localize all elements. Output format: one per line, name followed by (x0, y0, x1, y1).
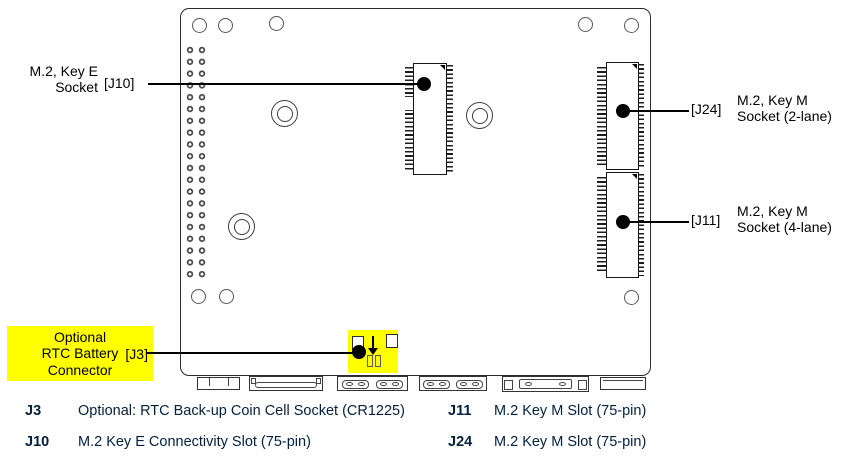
mounting-hole (271, 100, 298, 127)
connector-pins (597, 177, 606, 273)
pin-header (184, 44, 208, 280)
legend-row-j11: J11 M.2 Key M Slot (75-pin) (448, 403, 646, 419)
board-hole (191, 289, 206, 304)
connector-slot (255, 382, 317, 388)
connector-divider (209, 378, 211, 386)
board-hole (624, 18, 639, 33)
callout-text-line: Socket (4-lane) (737, 219, 832, 235)
port-contact (358, 381, 365, 387)
port-contact (439, 381, 446, 387)
port-contact (460, 381, 467, 387)
board-hole (269, 16, 284, 31)
callout-text-line: M.2, Key E (29, 63, 98, 79)
board-hole (578, 17, 593, 32)
connector-tab (251, 378, 256, 384)
callout-text-j24: M.2, Key M Socket (2-lane) (737, 92, 832, 124)
connector-slot (603, 380, 643, 381)
connector-tab (316, 378, 321, 384)
callout-text-line: Optional (53, 328, 107, 345)
rear-io-connector (337, 376, 408, 391)
legend-description: M.2 Key E Connectivity Slot (75-pin) (78, 434, 311, 450)
legend-row-j24: J24 M.2 Key M Slot (75-pin) (448, 434, 646, 450)
connector-pin (367, 355, 373, 367)
callout-text-j10: M.2, Key E Socket (0, 63, 98, 95)
rear-io-connector (419, 376, 487, 391)
pin1-marker (440, 65, 445, 70)
rear-io-connector (249, 376, 323, 391)
callout-dot-j3 (352, 345, 366, 359)
down-arrow-icon (372, 336, 374, 348)
pin1-marker (632, 64, 637, 69)
connector-tab (578, 380, 587, 390)
connector-pins (447, 65, 453, 173)
connector-slot (519, 379, 572, 389)
connector-pins (597, 67, 606, 165)
connector-pad (386, 334, 398, 348)
callout-dot-j10 (417, 77, 431, 91)
key-notch (405, 96, 413, 111)
mounting-hole (228, 213, 255, 240)
usb-port (342, 379, 369, 389)
usb-port (376, 379, 403, 389)
leader-line-j24 (623, 110, 689, 112)
pin1-marker (632, 174, 637, 179)
connector-pins (639, 64, 644, 168)
port-contact (392, 381, 399, 387)
leader-line-j10 (148, 83, 418, 85)
legend-ref: J10 (25, 434, 50, 450)
rear-io-connector (502, 376, 589, 392)
callout-text-line: M.2, Key M (737, 203, 808, 219)
port-contact (525, 382, 532, 386)
callout-text-line: RTC Battery (41, 345, 119, 362)
callout-tag-j24: [J24] (691, 101, 722, 117)
connector-tab (504, 380, 513, 390)
connector-divider (228, 378, 230, 386)
callout-dot-j11 (616, 215, 630, 229)
port-contact (427, 381, 434, 387)
callout-text-line: M.2, Key M (737, 92, 808, 108)
leader-line-j11 (623, 221, 689, 223)
mounting-hole (466, 102, 493, 129)
board-hole (218, 18, 233, 33)
connector-pins (639, 174, 644, 276)
legend-description: M.2 Key M Slot (75-pin) (494, 434, 647, 450)
board-hole (624, 290, 639, 305)
usb-port (456, 379, 483, 389)
callout-tag-j10: [J10] (104, 75, 135, 91)
rear-io-connector (197, 377, 240, 390)
callout-tag-j3: [J3] (125, 345, 148, 362)
usb-port (423, 379, 450, 389)
legend-row-j3: J3 Optional: RTC Back-up Coin Cell Socket… (25, 403, 405, 419)
legend-ref: J11 (448, 403, 472, 419)
legend-ref: J3 (25, 403, 42, 419)
connector-pin (375, 355, 381, 367)
port-contact (346, 381, 353, 387)
callout-text-j3: Optional RTC Battery Connector (42, 329, 119, 379)
legend-row-j10: J10 M.2 Key E Connectivity Slot (75-pin) (25, 434, 311, 450)
callout-dot-j24 (616, 104, 630, 118)
callout-box-j3: Optional RTC Battery Connector [J3] (7, 326, 153, 381)
rear-io-connector (600, 377, 646, 390)
port-contact (472, 381, 479, 387)
legend-ref: J24 (448, 434, 473, 450)
down-arrow-icon (368, 348, 378, 355)
port-contact (559, 382, 566, 386)
leader-line-j3 (146, 352, 354, 354)
port-contact (380, 381, 387, 387)
callout-text-line: Connector (47, 361, 113, 378)
legend-description: M.2 Key M Slot (75-pin) (494, 403, 647, 419)
callout-text-line: Socket (55, 79, 98, 95)
legend-description: Optional: RTC Back-up Coin Cell Socket (… (78, 403, 405, 419)
callout-text-line: Socket (2-lane) (737, 108, 832, 124)
board-hole (219, 289, 234, 304)
callout-text-j11: M.2, Key M Socket (4-lane) (737, 203, 832, 235)
connector-pins (405, 67, 413, 171)
board-hole (192, 18, 207, 33)
callout-tag-j11: [J11] (691, 212, 721, 228)
